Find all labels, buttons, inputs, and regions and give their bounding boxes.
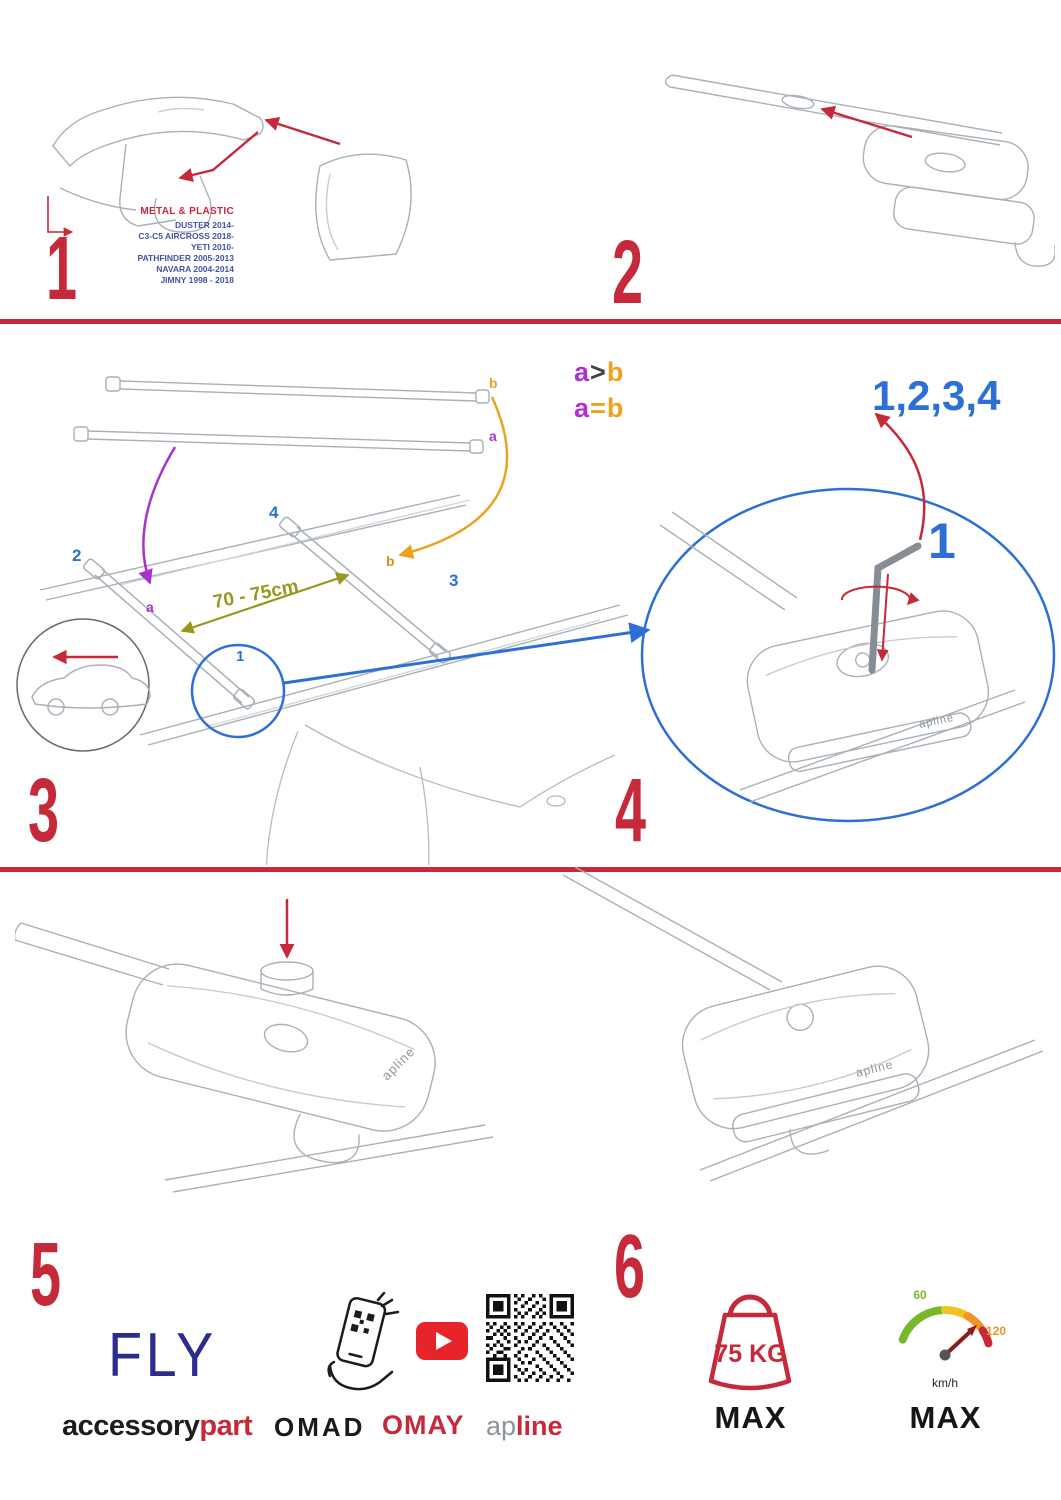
context-lines — [659, 511, 1026, 803]
section-divider-bottom — [0, 867, 1061, 872]
bar-label-b: b — [489, 375, 498, 391]
vehicle-item: NAVARA 2004-2014 — [156, 264, 234, 274]
step6-number: 6 — [614, 1217, 645, 1317]
section-divider-top — [0, 319, 1061, 324]
foot1-highlight-circle — [190, 643, 286, 739]
speed-unit: km/h — [932, 1376, 958, 1390]
bar-label-a: a — [489, 428, 497, 444]
tightening-sequence: 1,2,3,4 — [872, 372, 1001, 419]
logo-omad: OMAD — [274, 1412, 366, 1442]
compare-rules: a>b a=b — [574, 354, 624, 426]
speedometer-needle — [943, 1328, 974, 1357]
step1-arrows — [47, 117, 341, 237]
step4-diagram: apline — [640, 412, 1056, 823]
guide-arrow-a — [138, 446, 177, 585]
step5-number: 5 — [30, 1225, 61, 1325]
roof-label-a: a — [146, 599, 154, 615]
compare1-a: a — [574, 357, 591, 387]
roof-rails — [39, 494, 629, 746]
roof-label-b: b — [386, 553, 395, 569]
allen-key — [868, 542, 922, 674]
zoom-circle — [640, 487, 1056, 823]
foot-label-2: 2 — [72, 546, 82, 565]
mounted-foot — [681, 965, 930, 1155]
step3-number: 3 — [28, 761, 59, 861]
vehicle-list: DUSTER 2014- C3-C5 AIRCROSS 2018- YETI 2… — [88, 220, 234, 286]
distance-arrow — [180, 572, 350, 634]
product-name: FLY — [108, 1321, 217, 1390]
part-brand-text: apline — [918, 712, 955, 731]
step4-number: 4 — [615, 761, 646, 861]
rotation-arrow — [840, 585, 920, 606]
compare2-a: a — [574, 393, 591, 423]
foot-top-view — [746, 610, 990, 772]
step4-callout: 1 — [928, 513, 956, 569]
foot-clamp-drawing — [52, 96, 264, 233]
bar-and-rail-lines — [15, 922, 494, 1193]
weight-limit-value: 75 KG — [714, 1340, 787, 1368]
speedometer-icon: 60 120 km/h — [898, 1288, 1006, 1390]
step2-number: 2 — [612, 223, 643, 323]
weight-limit-max: MAX — [714, 1400, 787, 1435]
foot-drawing — [862, 125, 1055, 267]
brand-wordmark: accessorypart — [62, 1410, 253, 1443]
brand-accent: part — [199, 1410, 253, 1442]
logo-apline: apline — [486, 1411, 563, 1442]
step5-diagram: apline — [15, 899, 494, 1193]
logo-apline-prefix: ap — [486, 1411, 517, 1441]
speed-tick-high: 120 — [986, 1324, 1006, 1338]
step6-diagram: apline — [562, 866, 1044, 1182]
logo-omay: OMAY — [382, 1410, 465, 1440]
weight-limit-icon — [708, 1294, 792, 1391]
logo-apline-suffix: line — [516, 1411, 563, 1441]
brand-primary: accessory — [62, 1410, 200, 1442]
compare2-b: b — [606, 393, 625, 423]
foot-with-knob — [125, 963, 436, 1164]
knob — [260, 961, 314, 996]
cover-piece-drawing — [315, 153, 412, 261]
step1-diagram — [47, 96, 412, 261]
exploded-crossbars — [73, 376, 490, 454]
compare1-op: > — [590, 357, 607, 387]
step3-diagram — [16, 376, 651, 865]
vehicle-item: YETI 2010- — [191, 242, 234, 252]
car-inset — [16, 618, 151, 752]
bar-and-rail-lines — [562, 866, 1044, 1182]
vehicle-item: C3-C5 AIRCROSS 2018- — [138, 231, 234, 241]
phone-scan-icon — [327, 1292, 400, 1391]
guide-arrow-b — [398, 396, 509, 559]
compare1-b: b — [606, 357, 625, 387]
foot-label-4: 4 — [269, 503, 279, 522]
compare-line-2: a=b — [574, 390, 624, 426]
part-brand-text: apline — [854, 1057, 894, 1080]
compare-line-1: a>b — [574, 354, 624, 390]
speed-tick-low: 60 — [913, 1288, 927, 1302]
step1-text-block: METAL & PLASTIC DUSTER 2014- C3-C5 AIRCR… — [88, 206, 234, 286]
sequence-arrow — [874, 412, 926, 541]
mounted-crossbars — [82, 516, 452, 710]
qr-code — [486, 1294, 574, 1382]
key-insert-arrow — [876, 573, 889, 662]
youtube-icon — [416, 1322, 468, 1360]
speed-limit-max: MAX — [909, 1400, 982, 1435]
material-label: METAL & PLASTIC — [140, 206, 234, 217]
insert-arrow — [820, 105, 913, 139]
step2-diagram — [664, 74, 1055, 267]
vehicle-item: JIMNY 1998 - 2018 — [160, 275, 234, 285]
vehicle-item: PATHFINDER 2005-2013 — [137, 253, 234, 263]
foot-label-3: 3 — [449, 571, 459, 590]
car-body-lines — [265, 724, 616, 865]
vehicle-item: DUSTER 2014- — [174, 220, 234, 230]
foot-label-1: 1 — [236, 648, 245, 665]
zoom-pointer-arrow — [283, 622, 651, 685]
step1-number: 1 — [46, 219, 77, 319]
part-brand-text: apline — [379, 1044, 418, 1083]
compare2-op: = — [590, 393, 607, 423]
